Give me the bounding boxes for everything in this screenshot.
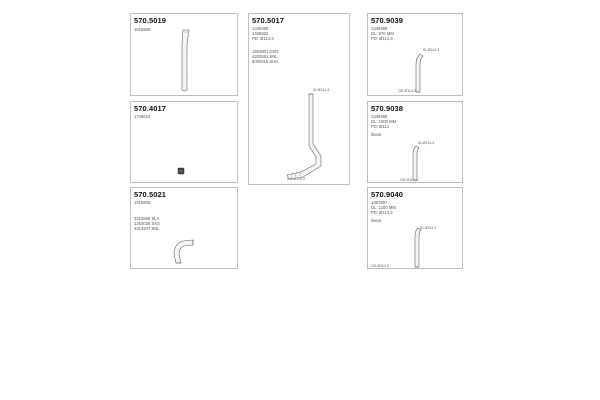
application-note-1: 1554801 DXD [252,49,279,54]
part-ref-1: 1748615 [134,114,151,119]
exhaust-pipe-drawing [412,145,420,181]
application-note-2: 1253026 SXS [134,221,160,226]
part-card-570-4017[interactable]: 570.4017 1748615 [130,101,238,183]
exhaust-pipe-drawing [286,93,322,180]
part-ref-1: 1345488 [371,114,388,119]
part-spec-pd: PD: Ø114 [371,124,390,129]
part-spec-dl: DL: 570 MM [371,31,394,36]
part-ref-1: 1387807 [371,200,388,205]
application-note-2: 4202551 SNL [252,54,278,59]
part-number: 570.9038 [371,104,404,113]
dimension-od: OD Ø114,3 [400,178,418,182]
dimension-id: ID Ø114,3 [420,226,437,230]
hose-drawing [173,239,194,264]
exhaust-pipe-drawing [414,227,422,268]
application-note-3: 4413347 SNL [134,226,160,231]
dimension-id: ID Ø114,3 [313,88,330,92]
application-note-3: 6000015 SHH [252,59,279,64]
dimension-id: ID Ø114,3 [423,48,440,52]
part-number: 570.9040 [371,190,404,199]
part-card-570-5021[interactable]: 570.5021 1915605 3310685 SLA 1253026 SXS… [130,187,238,269]
part-card-570-9039[interactable]: 570.9039 1345489 DL: 570 MM PD: Ø114,3 I… [367,13,463,96]
part-ref-2: 1405822 [252,31,269,36]
clamp-drawing [177,167,185,175]
part-card-570-5017[interactable]: 570.5017 1345465 1405822 PD: Ø114,3 1554… [248,13,350,185]
part-number: 570.5017 [252,16,285,25]
part-spec-pd: PD: Ø114,3 [371,210,393,215]
part-ref-1: 1915606 [134,27,151,32]
exhaust-pipe-drawing [415,53,424,93]
part-spec-dl: DL: 1100 MM [371,205,396,210]
part-number: 570.4017 [134,104,167,113]
part-card-570-9040[interactable]: 570.9040 1387807 DL: 1100 MM PD: Ø114,3 … [367,187,463,269]
dimension-od: OD Ø114,3 [287,177,305,181]
part-number: 570.5021 [134,190,167,199]
part-spec-pd: PD: Ø114,3 [371,36,393,41]
part-ref-1: 1345489 [371,26,388,31]
application-note: linear [371,132,382,137]
part-spec-dl: DL: 1000 MM [371,119,397,124]
exhaust-pipe-drawing [181,29,190,92]
application-note: linear [371,218,382,223]
part-number: 570.5019 [134,16,167,25]
dimension-od: OD Ø114,3 [371,264,389,268]
part-spec-pd: PD: Ø114,3 [252,36,274,41]
application-note-1: 3310685 SLA [134,216,160,221]
dimension-od: OD Ø114,3 [398,89,416,93]
dimension-id: ID Ø114,3 [418,141,435,145]
part-ref-1: 1915605 [134,200,151,205]
part-number: 570.9039 [371,16,404,25]
part-ref-1: 1345465 [252,26,269,31]
part-card-570-9038[interactable]: 570.9038 1345488 DL: 1000 MM PD: Ø114 li… [367,101,463,183]
part-card-570-5019[interactable]: 570.5019 1915606 [130,13,238,96]
